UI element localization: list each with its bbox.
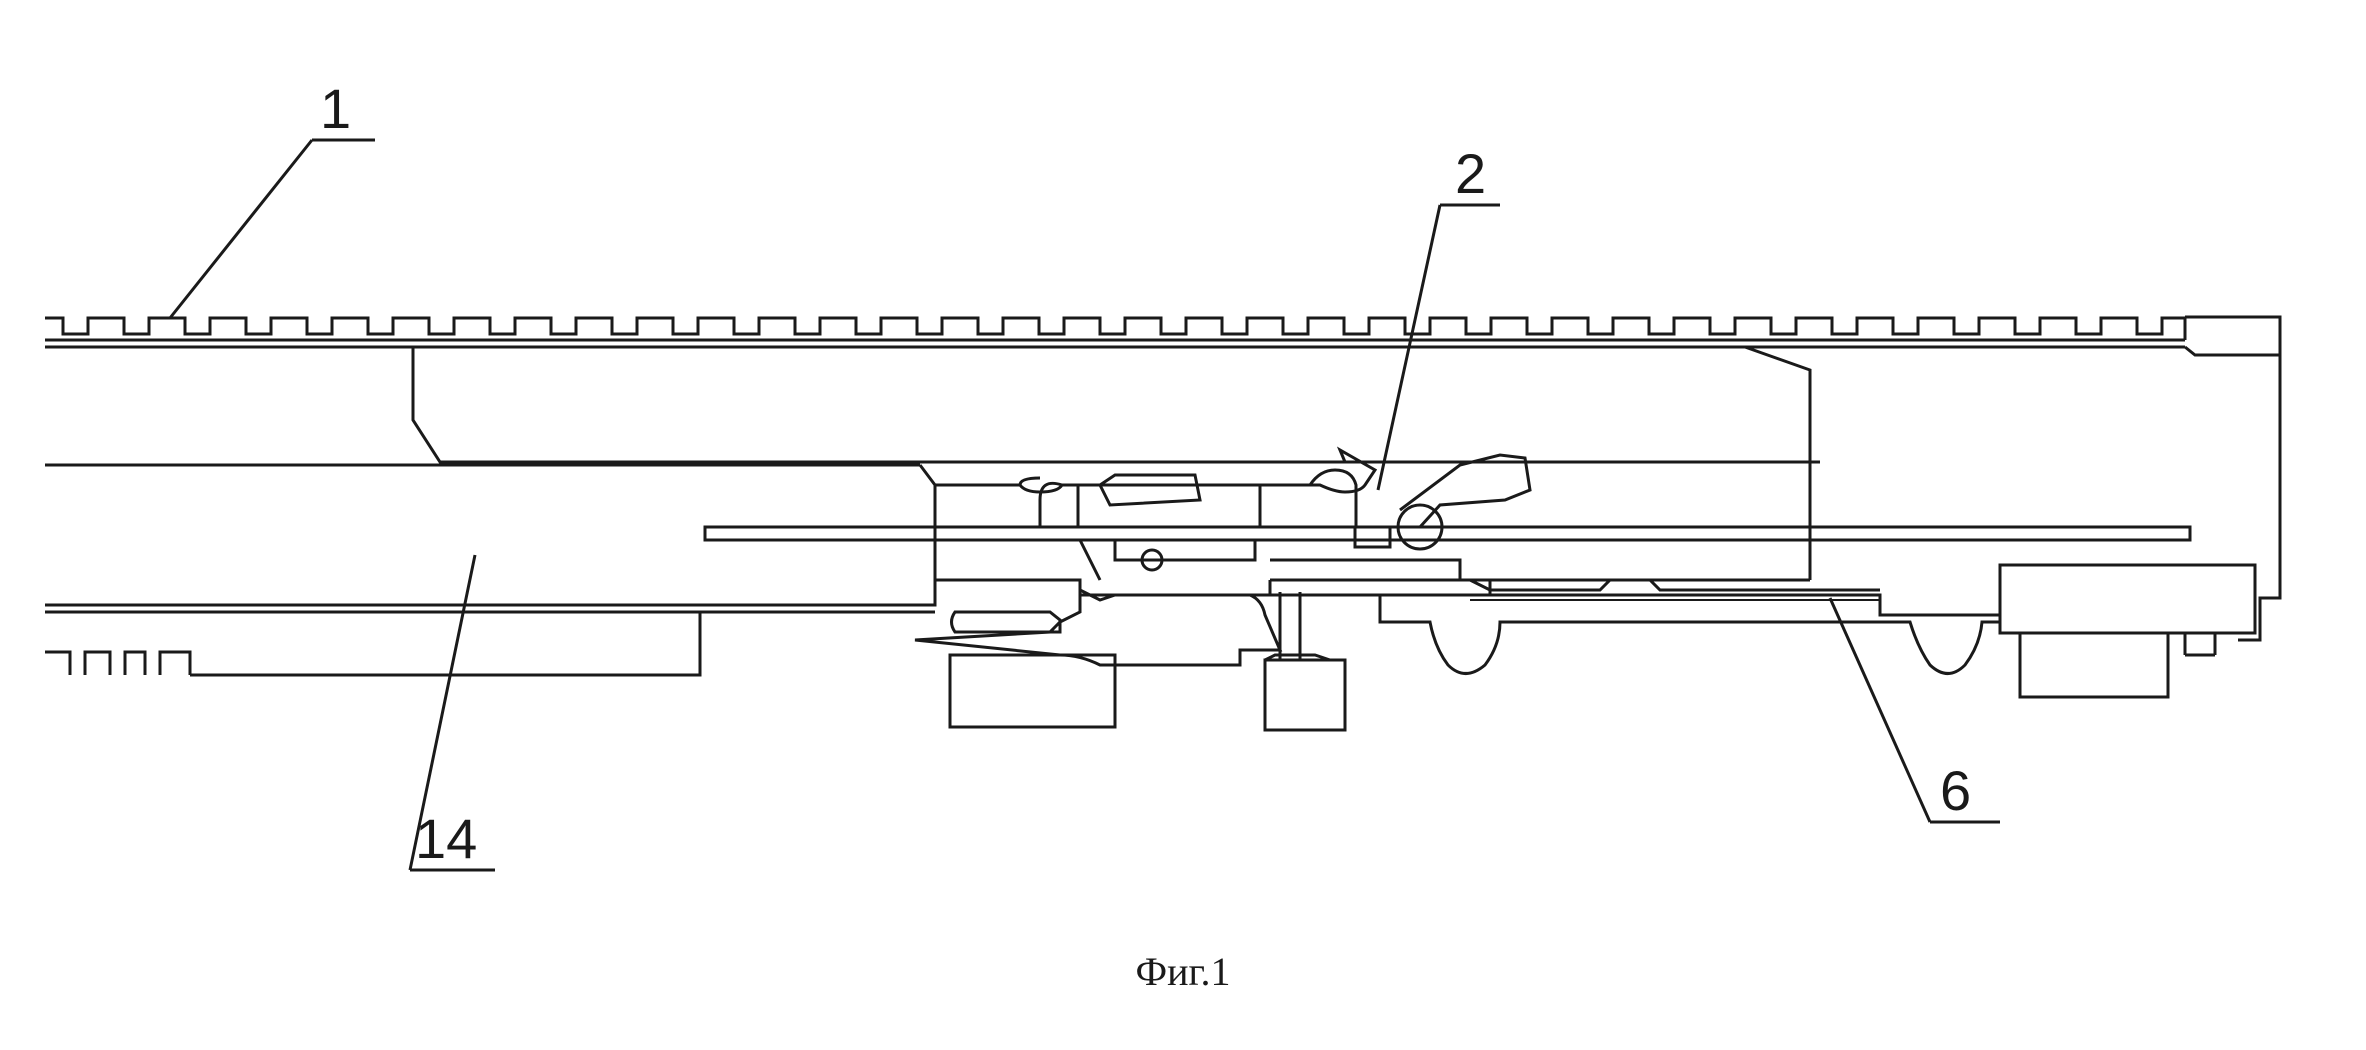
label-part-6: 6 [1940, 759, 1971, 822]
upper-housing [411, 345, 2282, 642]
leader-6: 6 [1828, 597, 2000, 824]
leader-2: 2 [1376, 142, 1500, 491]
slide-plate [703, 525, 2192, 542]
rack-rail [45, 315, 2282, 357]
label-part-14: 14 [415, 807, 477, 870]
leader-1: 1 [168, 77, 375, 319]
rack-teeth [45, 316, 2187, 340]
leader-14: 14 [408, 554, 495, 872]
end-block [1998, 563, 2257, 699]
carrier-body [45, 463, 937, 677]
central-mechanism [933, 446, 1810, 597]
lower-guide [1378, 578, 2002, 675]
label-part-2: 2 [1455, 142, 1486, 205]
figure-caption: Фиг.1 [1136, 949, 1231, 994]
label-part-1: 1 [320, 77, 351, 140]
lower-bolt-assembly [914, 587, 1347, 732]
